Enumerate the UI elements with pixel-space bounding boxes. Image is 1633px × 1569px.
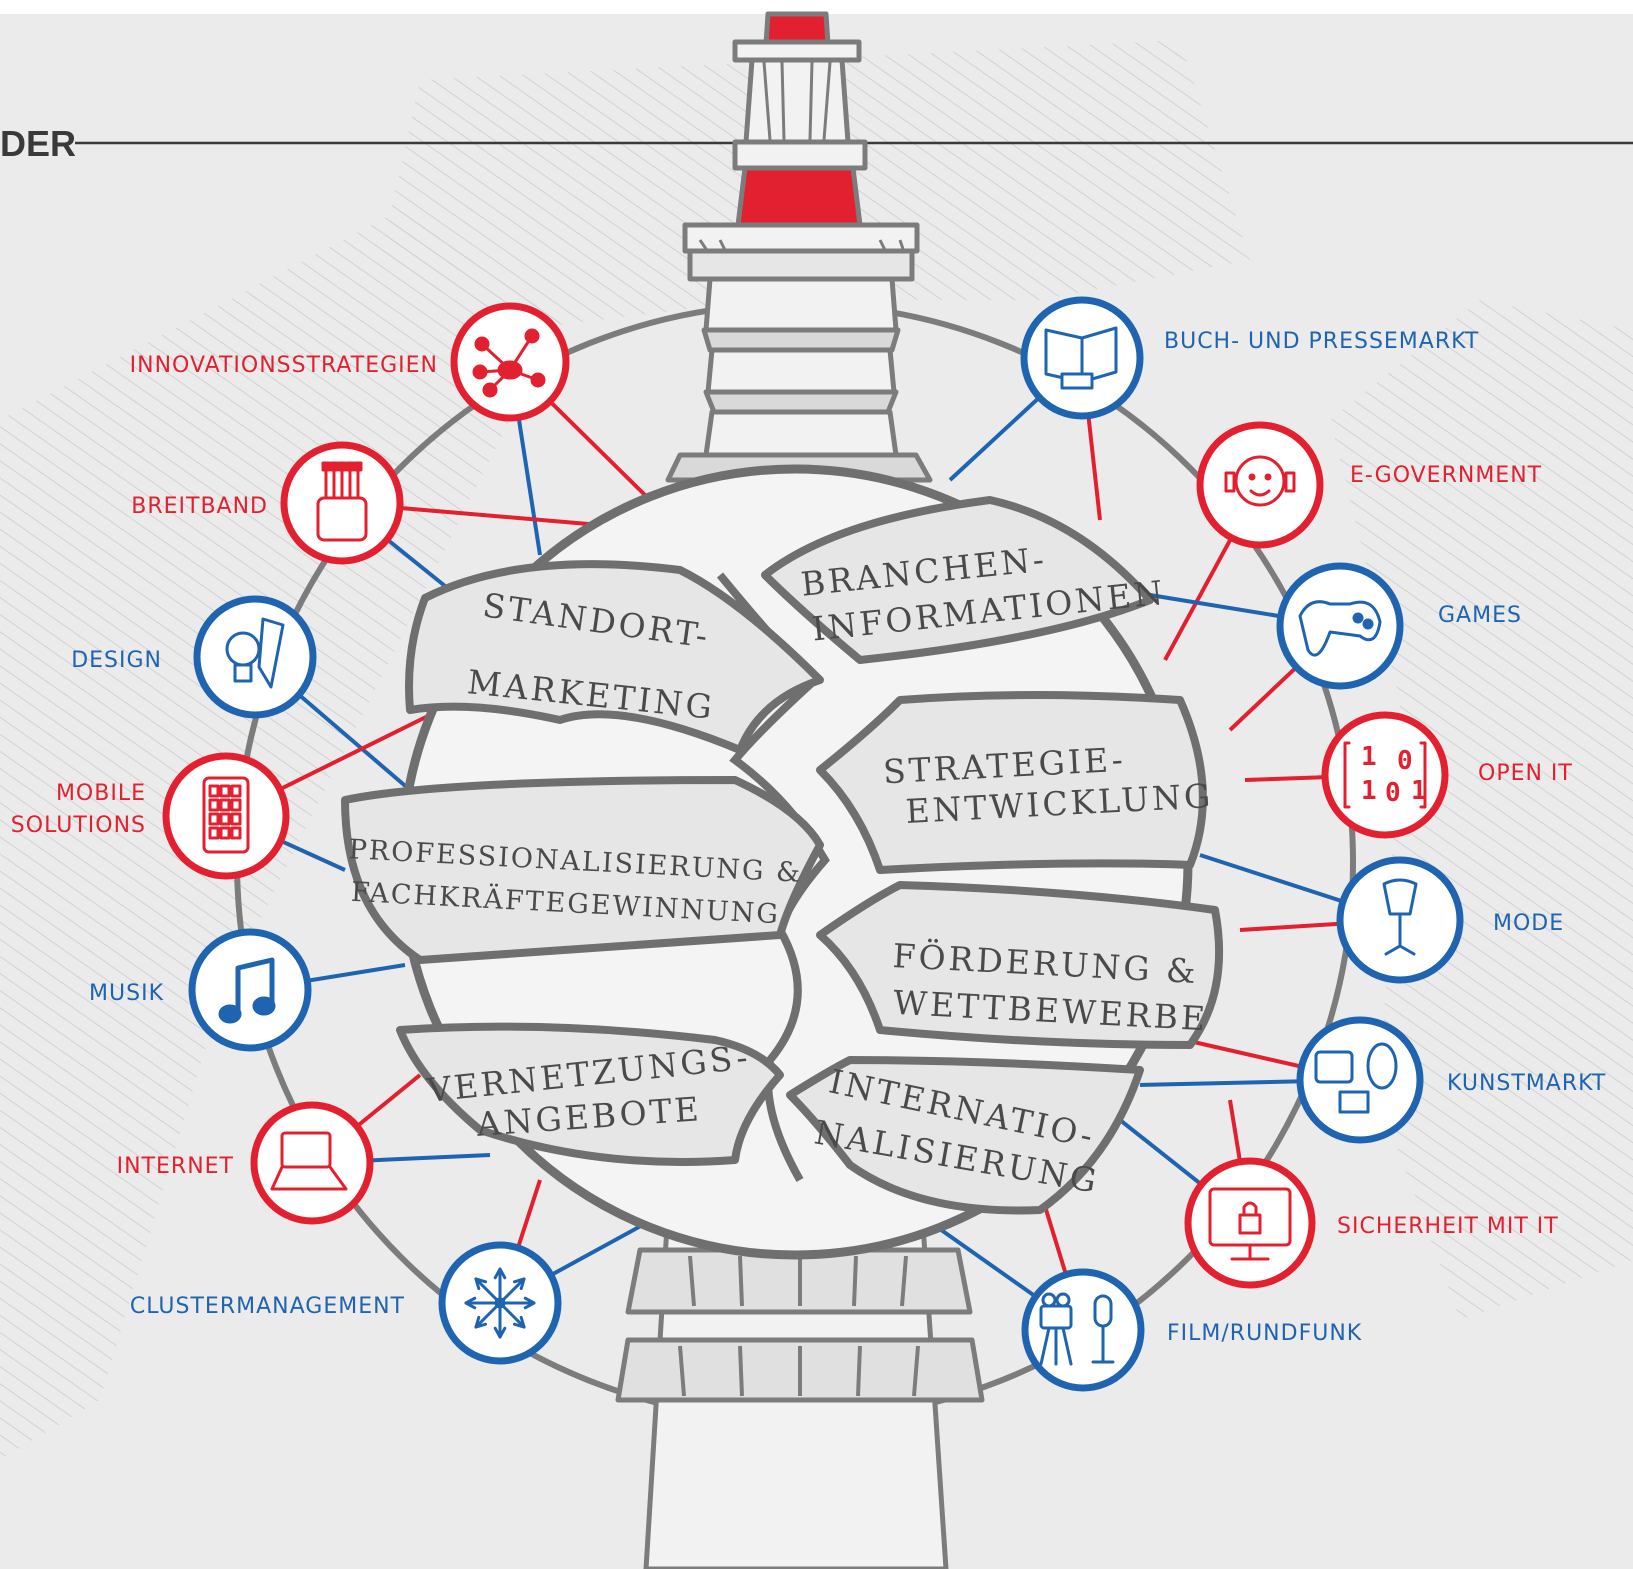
node-circle (1021, 1268, 1145, 1392)
node-mode: MODE (1336, 856, 1564, 984)
arrows-out-icon (464, 1267, 536, 1339)
node-label-mobile-solutions: MOBILE (56, 781, 146, 806)
node-clustermanagement: CLUSTERMANAGEMENT (130, 1241, 562, 1365)
node-circle (1196, 421, 1324, 549)
band-professionalisierung (341, 776, 824, 964)
band-internationalisierung (786, 1056, 1144, 1215)
node-internet: INTERNET (117, 1101, 374, 1225)
node-e-government: E-GOVERNMENT (1196, 421, 1542, 549)
svg-text:0: 0 (1397, 746, 1413, 776)
node-label-design: DESIGN (71, 648, 162, 673)
node-circle (1184, 1157, 1316, 1289)
music-note-icon (218, 957, 276, 1024)
mannequin-icon (1382, 878, 1418, 956)
band-foerderung (816, 881, 1224, 1049)
node-label-kunstmarkt: KUNSTMARKT (1447, 1071, 1606, 1096)
band-standort (405, 560, 824, 754)
network-icon (472, 328, 546, 398)
face-headset-icon (1224, 455, 1296, 507)
band-vernetzung (396, 1022, 784, 1166)
node-circle (1276, 562, 1404, 690)
svg-text:1: 1 (1411, 776, 1427, 806)
node-breitband: BREITBAND (131, 441, 404, 565)
node-film-rundfunk: FILM/RUNDFUNK (1021, 1268, 1362, 1392)
node-label-clustermanagement: CLUSTERMANAGEMENT (130, 1294, 405, 1319)
node-games: GAMES (1276, 562, 1522, 690)
node-label-innovationsstrategien: INNOVATIONSSTRATEGIEN (130, 353, 438, 378)
node-label-film-rundfunk: FILM/RUNDFUNK (1167, 1321, 1362, 1346)
tv-tower (615, 11, 985, 1569)
node-circle (280, 441, 404, 565)
node-label-breitband: BREITBAND (131, 494, 268, 519)
header-title: DER (0, 123, 76, 164)
node-innovationsstrategien: INNOVATIONSSTRATEGIEN (130, 302, 570, 422)
node-mobile-solutions: MOBILE SOLUTIONS (11, 752, 290, 880)
camera-microphone-icon (1039, 1292, 1115, 1366)
node-circle (193, 595, 317, 719)
cable-bundle-icon (316, 461, 368, 542)
svg-text:0: 0 (1385, 778, 1401, 808)
node-label-sicherheit-it: SICHERHEIT MIT IT (1337, 1214, 1559, 1239)
node-circle (250, 1101, 374, 1225)
node-circle (188, 928, 312, 1052)
band-branchen (761, 496, 1154, 664)
gamepad-icon (1298, 600, 1382, 657)
topic-bands (341, 496, 1224, 1215)
node-label-mobile-solutions: SOLUTIONS (11, 813, 146, 838)
monitor-lock-icon (1208, 1187, 1292, 1261)
picture-frames-icon (1314, 1042, 1398, 1114)
smartphone-icon (202, 776, 250, 854)
node-circle (1321, 711, 1449, 839)
node-buch-pressemarkt: BUCH- UND PRESSEMARKT (1020, 296, 1479, 420)
node-design: DESIGN (71, 595, 317, 719)
book-icon (1044, 326, 1118, 390)
node-label-internet: INTERNET (117, 1154, 234, 1179)
node-musik: MUSIK (89, 928, 312, 1052)
laptop-www-icon (270, 1131, 348, 1191)
node-label-games: GAMES (1438, 603, 1522, 628)
node-kunstmarkt: KUNSTMARKT (1296, 1016, 1606, 1144)
node-label-mode: MODE (1493, 911, 1564, 936)
node-sicherheit-it: SICHERHEIT MIT IT (1184, 1157, 1559, 1289)
node-label-musik: MUSIK (89, 981, 164, 1006)
node-label-buch-pressemarkt: BUCH- UND PRESSEMARKT (1164, 329, 1479, 354)
lightbulb-pencil-icon (225, 617, 285, 689)
svg-text:1: 1 (1361, 776, 1377, 806)
cluster-nodes: INNOVATIONSSTRATEGIEN BREITBAND DESIGN MOBI… (11, 296, 1606, 1392)
svg-text:1: 1 (1361, 742, 1377, 772)
node-label-open-it: OPEN IT (1478, 761, 1573, 786)
node-label-e-government: E-GOVERNMENT (1350, 463, 1542, 488)
band-strategie (816, 691, 1207, 874)
node-circle (162, 752, 290, 880)
